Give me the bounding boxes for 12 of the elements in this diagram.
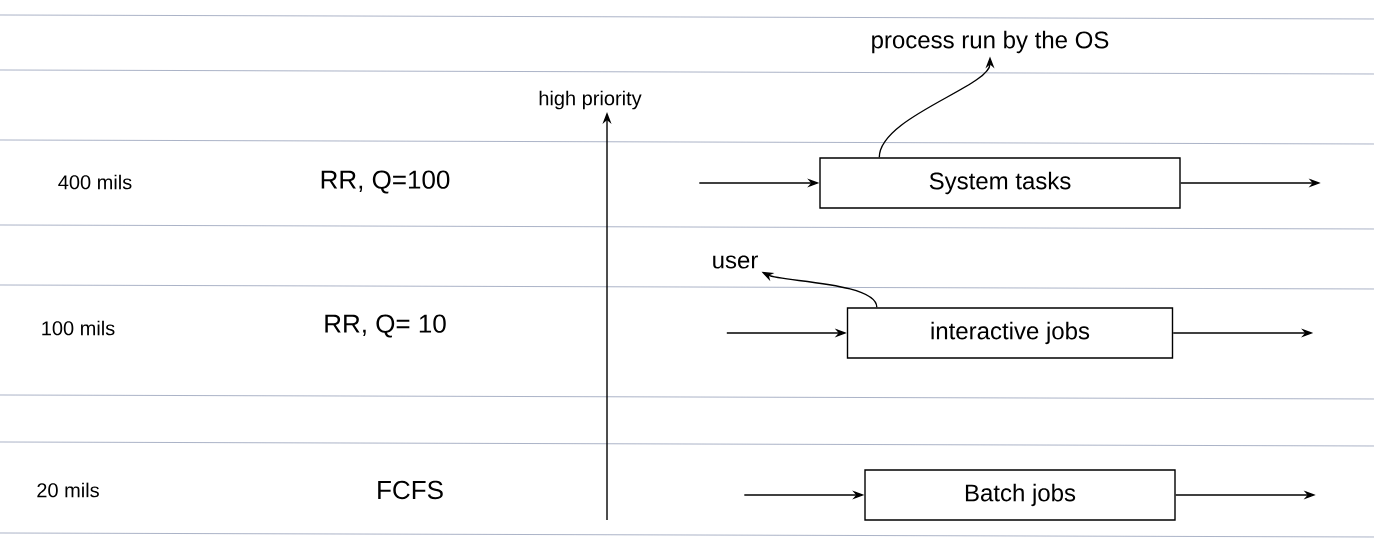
note-text: process run by the OS: [872, 30, 1109, 54]
note-text: 400 mils: [58, 174, 132, 190]
note-text: 20 mils: [37, 482, 99, 498]
note-text: high priority: [539, 90, 642, 110]
process-box: Batch jobs: [864, 469, 1176, 521]
note-text: RR, Q=100: [321, 170, 450, 194]
note-text: 100 mils: [42, 320, 115, 336]
note-text: user: [713, 255, 758, 269]
note-text: FCFS: [378, 480, 443, 500]
process-box: interactive jobs: [846, 307, 1174, 359]
process-box: System tasks: [819, 157, 1181, 209]
note-text: RR, Q= 10: [325, 314, 446, 338]
